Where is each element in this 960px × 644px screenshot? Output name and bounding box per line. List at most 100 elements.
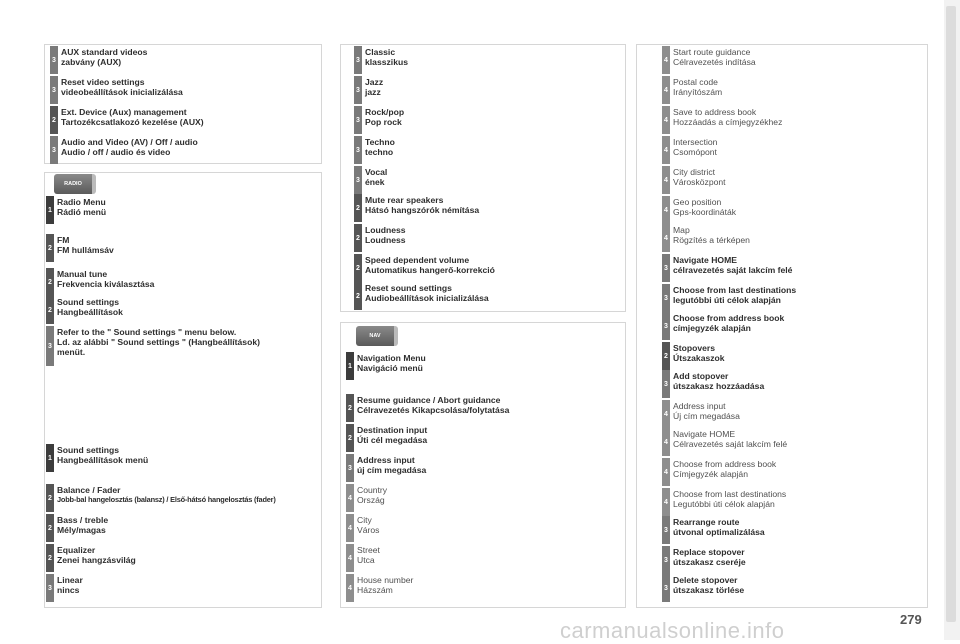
entry-label-hu: Hátsó hangszórók némítása [365,205,480,215]
entry-label-hu: Irányítószám [673,87,723,97]
panel-nav-continued [636,44,928,608]
level-badge: 2 [46,484,54,512]
entry-label-hu: Navigáció menü [357,363,423,373]
page-number: 279 [900,612,922,627]
level-badge: 3 [662,516,670,544]
menu-entry-text: Refer to the " Sound settings " menu bel… [57,327,260,357]
entry-label-hu: Új cím megadása [673,411,740,421]
entry-label-en: City district [673,167,716,177]
entry-label-en: Reset sound settings [365,283,452,293]
level-badge: 3 [354,46,362,74]
entry-label-en: Rearrange route [673,517,740,527]
entry-label-en: Speed dependent volume [365,255,470,265]
entry-label-en: Postal code [673,77,718,87]
panel-radio-sound [44,172,322,608]
entry-label-hu: zabvány (AUX) [61,57,122,67]
level-badge: 3 [46,326,54,366]
entry-label-en: Choose from last destinations [673,285,797,295]
level-badge: 3 [354,166,362,194]
scrollbar-thumb[interactable] [946,6,956,622]
entry-label-hu: Címjegyzék alapján [673,469,748,479]
entry-label-en: Address input [673,401,726,411]
entry-label-en: Intersection [673,137,718,147]
entry-label-en: Destination input [357,425,428,435]
level-badge: 4 [662,46,670,74]
entry-label-en: Navigate HOME [673,429,736,439]
entry-label-hu: útvonal optimalizálása [673,527,765,537]
entry-label-en: Choose from address book [673,313,785,323]
level-badge: 1 [46,196,54,224]
level-badge: 3 [662,546,670,574]
entry-label-en: Navigate HOME [673,255,737,265]
entry-label-en: Resume guidance / Abort guidance [357,395,501,405]
level-badge: 3 [662,370,670,398]
entry-label-en: Sound settings [57,297,120,307]
entry-label-hu: Város [357,525,380,535]
entry-label-en: Techno [365,137,395,147]
entry-label-en: Linear [57,575,83,585]
entry-label-hu: Legutóbbi úti célok alapján [673,499,775,509]
level-badge: 2 [354,194,362,222]
entry-label-hu: Pop rock [365,117,402,127]
entry-label-en: Map [673,225,690,235]
entry-label-en: Loudness [365,225,406,235]
entry-label-hu: Loudness [365,235,406,245]
entry-label-hu: Automatikus hangerő-korrekció [365,265,495,275]
entry-label-hu: jazz [365,87,381,97]
level-badge: 3 [50,136,58,164]
entry-label-hu: Úti cél megadása [357,435,428,445]
entry-label-hu: Gps-koordináták [673,207,737,217]
entry-label-hu: útszakasz hozzáadása [673,381,765,391]
entry-label-hu: Rádió menü [57,207,107,217]
entry-label-en: Replace stopover [673,547,745,557]
entry-label-en: FM [57,235,70,245]
level-badge: 4 [346,574,354,602]
entry-label-en: Balance / Fader [57,485,121,495]
level-badge: 4 [662,136,670,164]
entry-label-en: Navigation Menu [357,353,426,363]
entry-label-hu: Mély/magas [57,525,106,535]
level-badge: 2 [46,268,54,296]
entry-label-hu: Jobb-bal hangelosztás (balansz) / Első-h… [57,495,276,504]
level-badge: 4 [346,544,354,572]
entry-label-hu: menüt. [57,347,86,357]
entry-label-hu: Rögzítés a térképen [673,235,750,245]
entry-label-en: Rock/pop [365,107,405,117]
entry-label-en: Jazz [365,77,384,87]
entry-label-hu: Célravezetés Kikapcsolása/folytatása [357,405,510,415]
level-badge: 4 [662,166,670,194]
watermark: carmanualsonline.info [560,618,785,643]
entry-label-hu: legutóbbi úti célok alapján [673,295,781,305]
level-badge: 4 [662,76,670,104]
entry-label-en: Mute rear speakers [365,195,444,205]
level-badge: 1 [346,352,354,380]
entry-label-en: Geo position [673,197,722,207]
entry-label-hu: klasszikus [365,57,408,67]
level-badge: 3 [354,106,362,134]
entry-label-en: Choose from address book [673,459,777,469]
